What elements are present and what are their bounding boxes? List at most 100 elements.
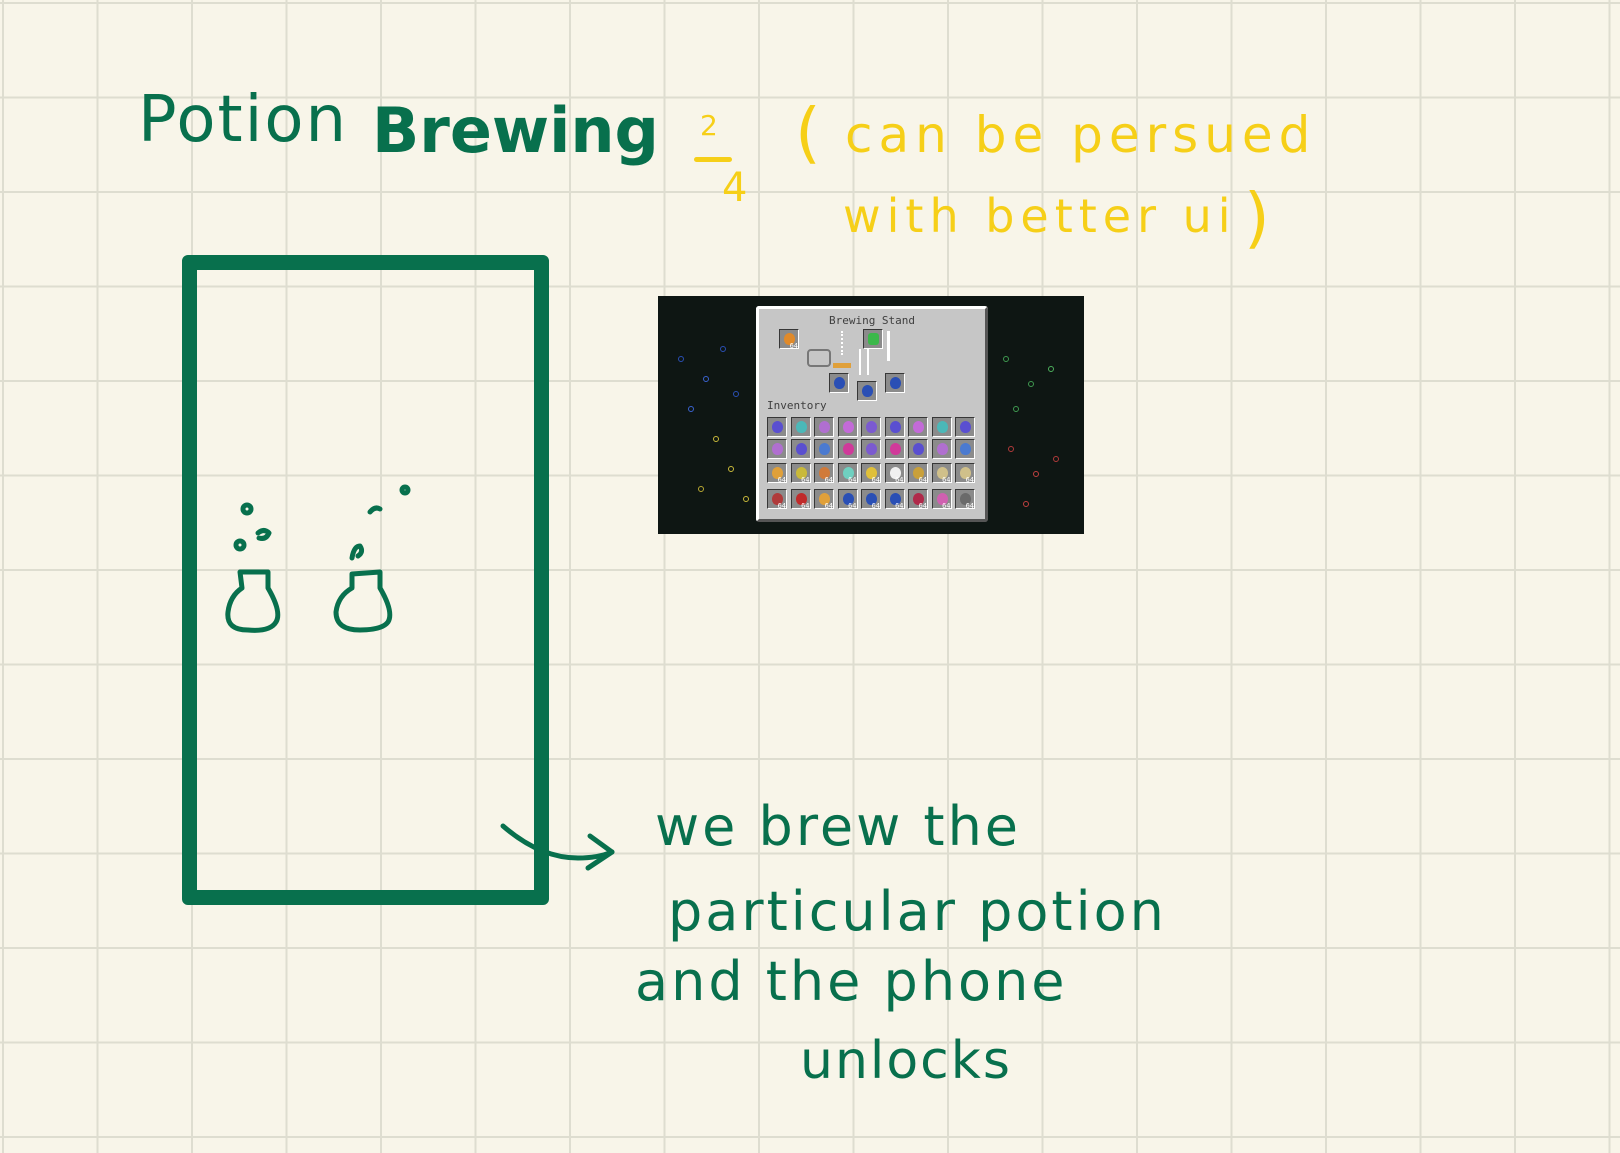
side-note-line-2: with better ui (843, 189, 1237, 243)
inventory-slot[interactable]: 64 (837, 463, 858, 484)
inventory-slot[interactable] (955, 439, 975, 459)
inventory-slot[interactable]: 64 (884, 489, 905, 510)
inventory-item-icon (913, 443, 924, 455)
stack-count: 64 (848, 502, 857, 510)
inventory-item-icon (772, 443, 783, 455)
inventory-item-icon (936, 467, 948, 479)
inventory-slot[interactable] (814, 417, 834, 437)
fraction-denominator: 4 (722, 165, 748, 211)
particle-speck (1003, 356, 1009, 362)
inventory-item-icon (866, 493, 877, 505)
title-word-potion: Potion (138, 83, 349, 157)
stack-count: 64 (848, 476, 857, 484)
inventory-item-icon (795, 443, 807, 455)
brewing-bubbles-icon (841, 331, 851, 355)
side-note-paren-close: ) (1244, 179, 1270, 256)
inventory-slot[interactable] (908, 417, 928, 437)
inventory-slot[interactable]: 64 (955, 463, 975, 484)
particle-speck (743, 496, 749, 502)
inventory-item-icon (960, 493, 971, 505)
inventory-slot[interactable]: 64 (861, 489, 881, 510)
inventory-slot[interactable]: 64 (955, 489, 975, 510)
inventory-slot[interactable] (790, 417, 811, 437)
inventory-slot[interactable] (861, 439, 881, 459)
particle-speck (1013, 406, 1019, 412)
fuel-coil-icon (807, 349, 831, 367)
potion-slot-left[interactable] (829, 373, 849, 393)
inventory-slot[interactable] (837, 417, 858, 437)
stack-count: 64 (895, 476, 904, 484)
inventory-item-icon (795, 421, 807, 433)
ingredient-slot[interactable] (863, 329, 883, 349)
inventory-item-icon (936, 421, 948, 433)
inventory-slot[interactable] (814, 439, 834, 459)
inventory-slot[interactable]: 64 (790, 489, 811, 510)
inventory-slot[interactable] (767, 439, 787, 459)
brewing-tube (859, 349, 869, 375)
side-note-line-1: can be persued (845, 106, 1317, 164)
inventory-slot[interactable]: 64 (814, 463, 834, 484)
stack-count: 64 (918, 502, 927, 510)
inventory-item-icon (772, 421, 783, 433)
inventory-slot[interactable]: 64 (814, 489, 834, 510)
side-note-paren-open: ( (795, 94, 821, 171)
inventory-slot[interactable] (861, 417, 881, 437)
inventory-slot[interactable] (955, 417, 975, 437)
stack-count: 64 (965, 502, 974, 510)
inventory-slot[interactable]: 64 (908, 489, 928, 510)
inventory-item-icon (960, 421, 971, 433)
particle-speck (733, 391, 739, 397)
description-line-4: unlocks (800, 1031, 1012, 1091)
inventory-slot[interactable] (837, 439, 858, 459)
inventory-item-icon (866, 421, 877, 433)
inventory-item-icon (960, 467, 971, 479)
inventory-slot[interactable]: 64 (767, 463, 787, 484)
fraction-bar (694, 157, 732, 162)
inventory-item-icon (889, 421, 901, 433)
particle-speck (713, 436, 719, 442)
inventory-slot[interactable]: 64 (931, 489, 952, 510)
inventory-item-icon (842, 421, 854, 433)
inventory-slot[interactable] (908, 439, 928, 459)
particle-speck (720, 346, 726, 352)
inventory-slot[interactable] (790, 439, 811, 459)
potion-icon (862, 385, 873, 397)
fuel-slot[interactable]: 64 (779, 329, 799, 350)
inventory-slot[interactable] (884, 417, 905, 437)
potion-slot-middle[interactable] (857, 381, 877, 401)
inventory-slot[interactable]: 64 (790, 463, 811, 484)
stack-count: 64 (942, 502, 951, 510)
inventory-slot[interactable]: 64 (931, 463, 952, 484)
inventory-item-icon (913, 467, 924, 479)
title-word-brewing: Brewing (372, 94, 659, 167)
particle-speck (728, 466, 734, 472)
progress-arrow-icon (887, 331, 890, 361)
particle-speck (1053, 456, 1059, 462)
potion-slot-right[interactable] (885, 373, 905, 393)
inventory-item-icon (772, 493, 783, 505)
inventory-slot[interactable] (931, 439, 952, 459)
inventory-slot[interactable]: 64 (767, 489, 787, 510)
phone-screen-sketch (182, 255, 549, 905)
inventory-slot[interactable]: 64 (908, 463, 928, 484)
particle-speck (688, 406, 694, 412)
inventory-item-icon (819, 493, 830, 505)
inventory-slot[interactable]: 64 (884, 463, 905, 484)
inventory-slot[interactable]: 64 (837, 489, 858, 510)
stack-count: 64 (824, 476, 833, 484)
stack-count: 64 (801, 502, 810, 510)
inventory-item-icon (889, 467, 901, 479)
inventory-item-icon (795, 493, 807, 505)
particle-speck (1008, 446, 1014, 452)
inventory-slot[interactable] (931, 417, 952, 437)
inventory-slot[interactable]: 64 (861, 463, 881, 484)
inventory-item-icon (819, 421, 830, 433)
inventory-slot[interactable] (884, 439, 905, 459)
stack-count: 64 (871, 502, 880, 510)
stack-count: 64 (789, 342, 798, 350)
inventory-item-icon (889, 443, 901, 455)
inventory-slot[interactable] (767, 417, 787, 437)
inventory-item-icon (960, 443, 971, 455)
